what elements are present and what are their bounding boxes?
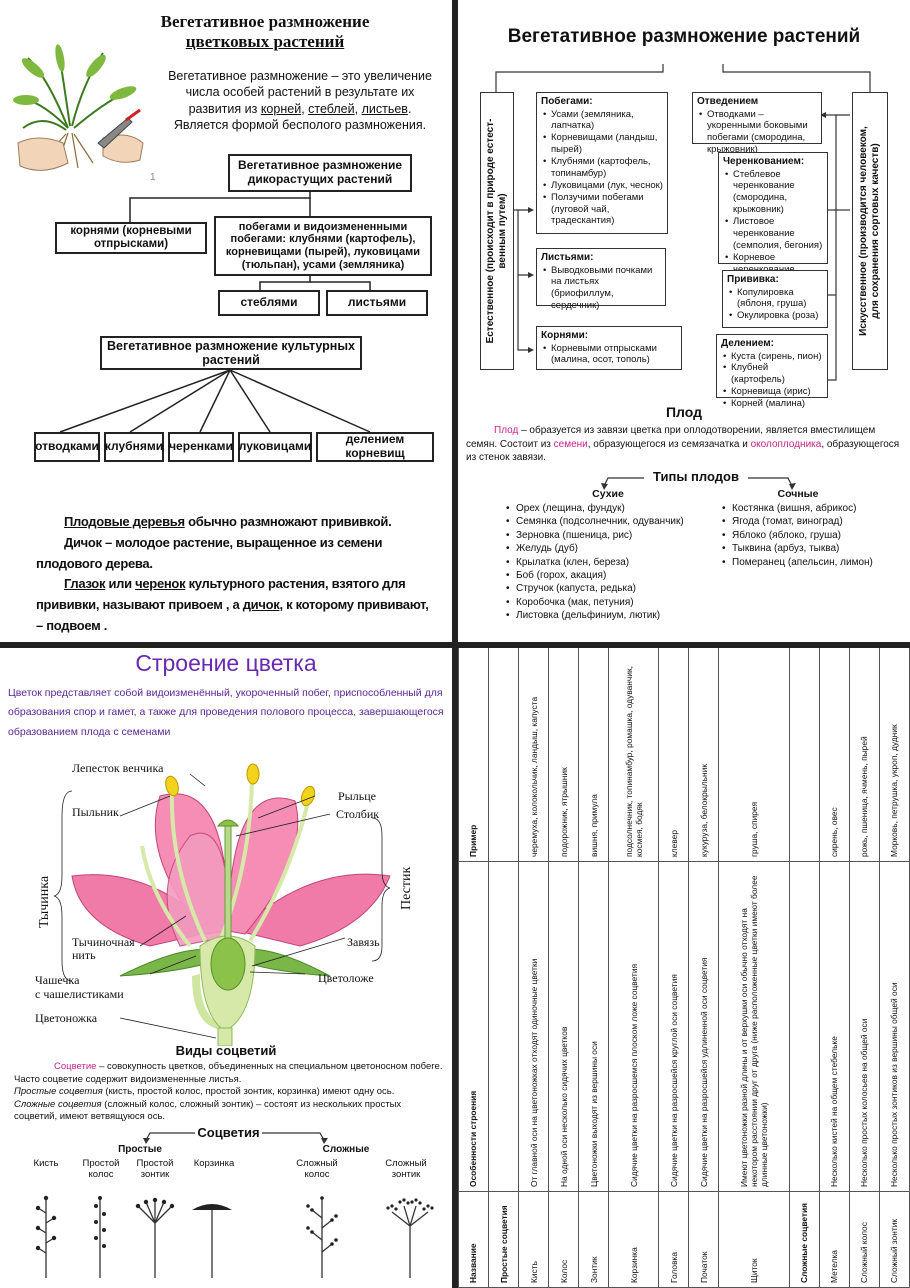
diagram-labels: Лепесток венчика Пыльник Рыльце Столбик … (35, 761, 414, 1025)
callout-lines (53, 773, 391, 1039)
label-stamen: Тычинка (37, 875, 52, 928)
inflorescence-title: Виды соцветий (175, 1043, 277, 1058)
kind-raceme: Кисть (33, 1158, 59, 1169)
vegetative-reproduction-panel: Вегетативное размножение растений Естест… (458, 0, 910, 642)
horizontal-divider (0, 642, 910, 648)
wild-diagram-lines (59, 192, 371, 433)
kind-capitulum: Корзинка (193, 1158, 235, 1169)
note-scion: Глазок или черенок культурного растения,… (36, 576, 429, 633)
stems-box: стеблями (218, 290, 320, 316)
cult-item-tubers: клубнями (104, 432, 164, 462)
label-filament-2: нить (72, 948, 96, 962)
cult-item-bulbs: луковицами (238, 432, 312, 462)
hand-plant-illustration (13, 44, 144, 171)
fruit-definition: Плод – образуется из завязи цветка при о… (466, 425, 900, 463)
label-filament-1: Тычиночная (72, 935, 135, 949)
anthers (165, 763, 316, 807)
grafting-notes: Плодовые деревья обычно размножают приви… (36, 512, 436, 637)
inflorescence-text: Соцветие – совокупность цветков, объедин… (14, 1061, 443, 1123)
cultivated-box: Вегетативное размножение культурных раст… (100, 336, 362, 370)
leaves-box: листьями (326, 290, 428, 316)
leaves-box: Листьями:Выводковыми почками на листьях … (536, 248, 666, 311)
division-box: Делением:Куста (сирень, пион)Клубней (ка… (716, 334, 828, 410)
inflorescence-icons (35, 1195, 434, 1278)
roots-box: Корнями:Корневыми отпрысками (малина, ос… (536, 326, 682, 370)
flower-diagram: Лепесток венчика Пыльник Рыльце Столбик … (35, 761, 414, 1046)
wild-plants-box: Вегетативное размножение дикорастущих ра… (228, 154, 412, 192)
table-section-row: Простые соцветия (488, 648, 519, 1288)
panel-title: Строение цветка (135, 650, 317, 676)
shoots-box: побегами и видоизмененными побегами: клу… (214, 216, 432, 276)
juicy-fruits-list: Костянка (вишня, абрикос)Ягода (томат, в… (720, 502, 910, 569)
label-stigma: Рыльце (338, 789, 376, 803)
panel-title: Вегетативное размножение цветковых расте… (160, 12, 370, 51)
fruit-types-title: Типы плодов (653, 469, 739, 484)
grafting-box: Прививка:Копулировка (яблоня, груша)Окул… (722, 270, 828, 328)
reproduction-diagram-lines (495, 64, 871, 383)
inflorescences-subtitle: Соцветия (197, 1125, 260, 1140)
flower-definition: Цветок представляет собой видоизменённый… (8, 687, 444, 738)
complex-head: Сложные (322, 1144, 370, 1155)
layering-box: ОтведениемОтводками – укоренными боковым… (692, 92, 822, 155)
cult-item-layering: отводками (34, 432, 100, 462)
table-section-row: Сложные соцветия (789, 648, 820, 1288)
fruit-type-arrows (601, 477, 796, 490)
label-pedicel: Цветоножка (35, 1011, 98, 1025)
label-calyx-1: Чашечка (35, 973, 80, 987)
vegetative-flowering-panel: Вегетативное размножение цветковых расте… (0, 0, 452, 642)
juicy-title: Сочные (777, 488, 819, 500)
shoots-box: Побегами: Усами (земляника, лапчатка)Кор… (536, 92, 668, 234)
fruit-title: Плод (665, 404, 703, 420)
label-anther: Пыльник (72, 805, 119, 819)
label-style: Столбик (336, 807, 379, 821)
label-receptacle: Цветоложе (318, 971, 374, 985)
panel-title: Вегетативное размножение растений (507, 26, 861, 47)
label-ovary: Завязь (347, 935, 380, 949)
inflorescence-arrows (143, 1132, 328, 1144)
dry-fruits-list: Орех (лещина, фундук)Семянка (подсолнечн… (504, 502, 704, 623)
cult-item-cuttings: черенками (168, 432, 234, 462)
note-fruit-trees: Плодовые деревья обычно размножают приви… (64, 514, 392, 529)
page-mark: 1 (150, 172, 156, 183)
label-pistil: Пестик (399, 867, 414, 910)
flower-structure-panel: Строение цветка Цветок представляет собо… (0, 648, 452, 1288)
dry-title: Сухие (592, 488, 624, 500)
cult-item-rhizome-division: делением корневищ (316, 432, 434, 462)
note-wild-stock: Дичок – молодое растение, выращенное из … (36, 534, 383, 571)
label-calyx-2: с чашелистиками (35, 987, 124, 1001)
natural-box: Естественное (происходит в природе естес… (480, 92, 514, 370)
roots-box: корнями (корневыми отпрысками) (55, 222, 207, 254)
artificial-box: Искусственное (производится человеком, д… (852, 92, 888, 370)
cuttings-box: Черенкованием:Стеблевое черенкование (см… (718, 152, 828, 286)
label-petal: Лепесток венчика (72, 761, 164, 775)
definition-text: Вегетативное размножение – это увеличени… (168, 69, 432, 132)
simple-head: Простые (118, 1144, 162, 1155)
